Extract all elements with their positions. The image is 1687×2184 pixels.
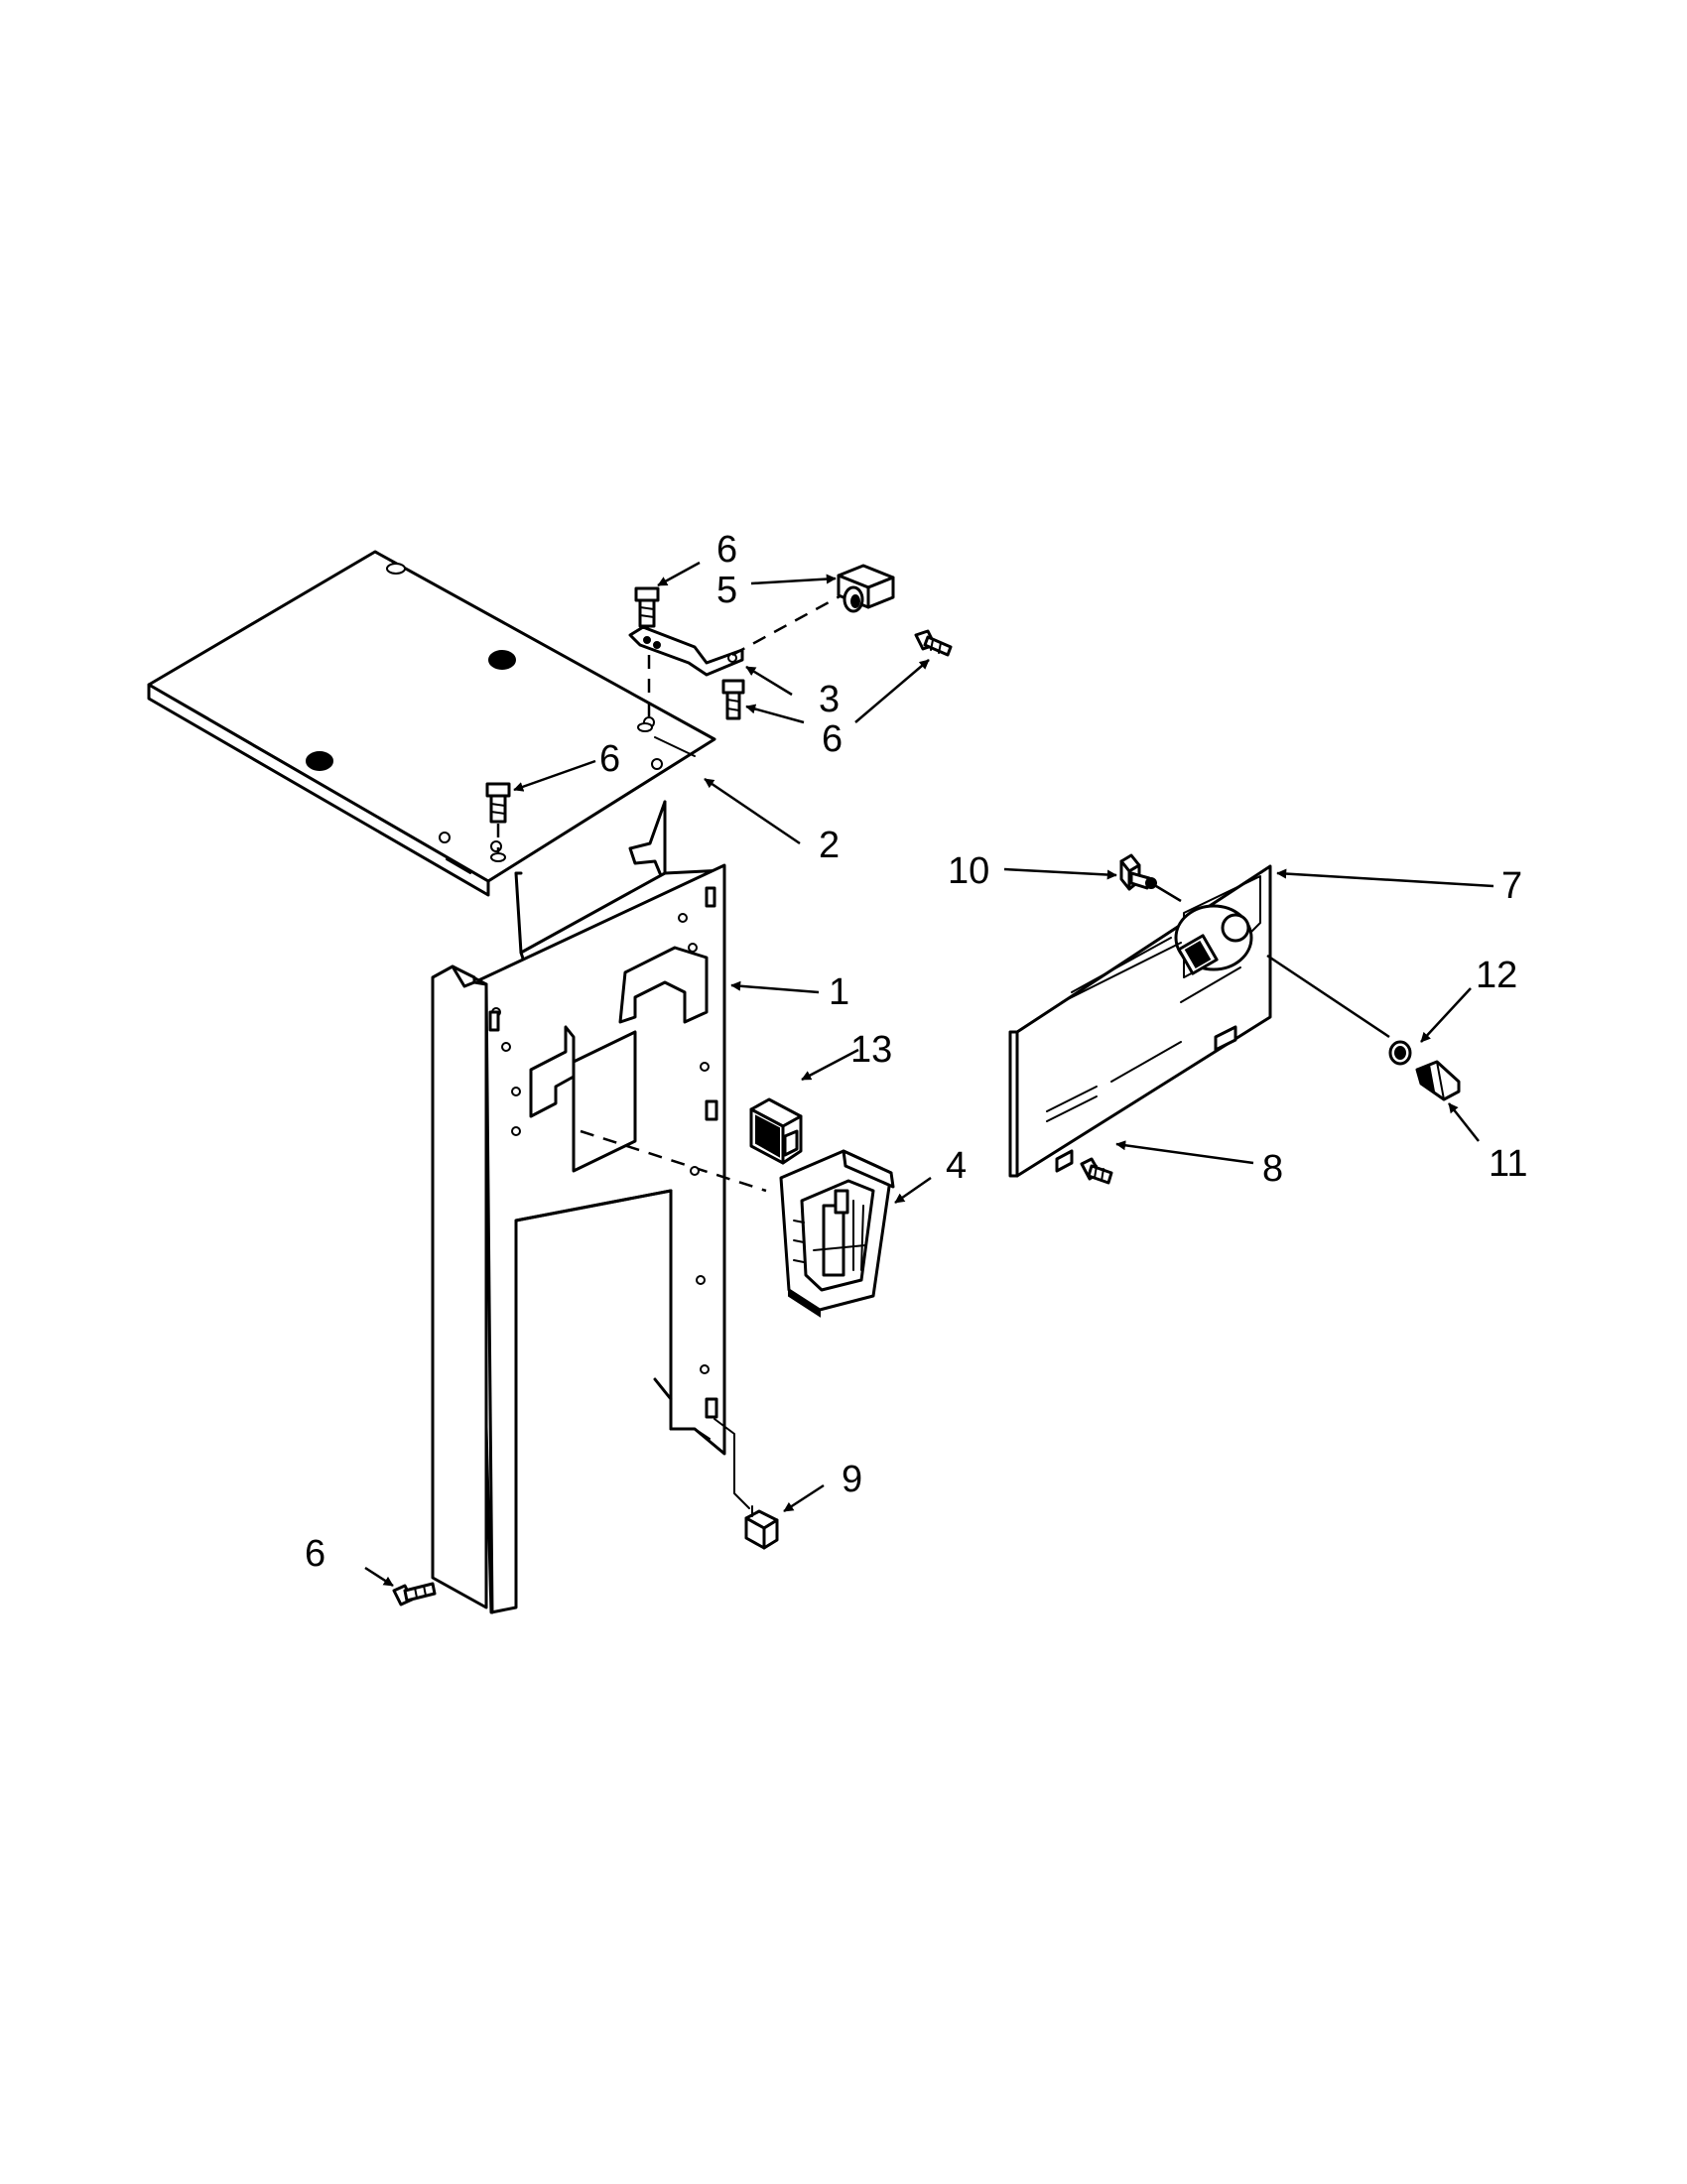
callout-6-bottom: 6: [305, 1533, 325, 1575]
callout-8: 8: [1262, 1148, 1283, 1190]
screw-side: [914, 629, 953, 657]
callout-4: 4: [946, 1145, 967, 1187]
callout-7: 7: [1501, 865, 1522, 907]
callout-5: 5: [716, 570, 737, 611]
callout-1: 1: [829, 971, 849, 1013]
callout-10: 10: [948, 850, 989, 892]
part-clip-small: [1119, 853, 1182, 903]
part-dispenser-housing: [779, 1149, 895, 1318]
screw-top-left: [634, 586, 660, 628]
callout-2: 2: [819, 825, 840, 866]
callout-6-top: 6: [716, 529, 737, 571]
screw-bottom-left: [392, 1582, 437, 1606]
part-bracket: [628, 593, 843, 732]
screw-bracket-bottom: [721, 679, 745, 720]
part-control-panel: [1008, 864, 1390, 1178]
part-knob: [1415, 1060, 1461, 1101]
callout-3: 3: [819, 679, 840, 720]
part-frame: [431, 800, 767, 1614]
screw-panel: [485, 782, 511, 862]
part-screw-8: [1080, 1157, 1113, 1185]
callout-6-panel: 6: [599, 738, 620, 780]
callout-13: 13: [850, 1029, 892, 1071]
part-rocker-switch: [749, 1097, 803, 1165]
callout-6-bracket: 6: [822, 718, 843, 760]
part-clip: [837, 564, 895, 613]
callout-12: 12: [1476, 955, 1517, 996]
part-nut: [1388, 1040, 1412, 1066]
callout-arrows: [364, 561, 1494, 1588]
callout-9: 9: [842, 1459, 862, 1500]
callout-labels: 6 5 3 6 6 2 1 13 4 9 6 10 7 12 11 8: [305, 529, 1527, 1575]
part-small-switch: [744, 1505, 779, 1550]
part-top-panel: [147, 550, 716, 897]
callout-11: 11: [1489, 1143, 1527, 1185]
